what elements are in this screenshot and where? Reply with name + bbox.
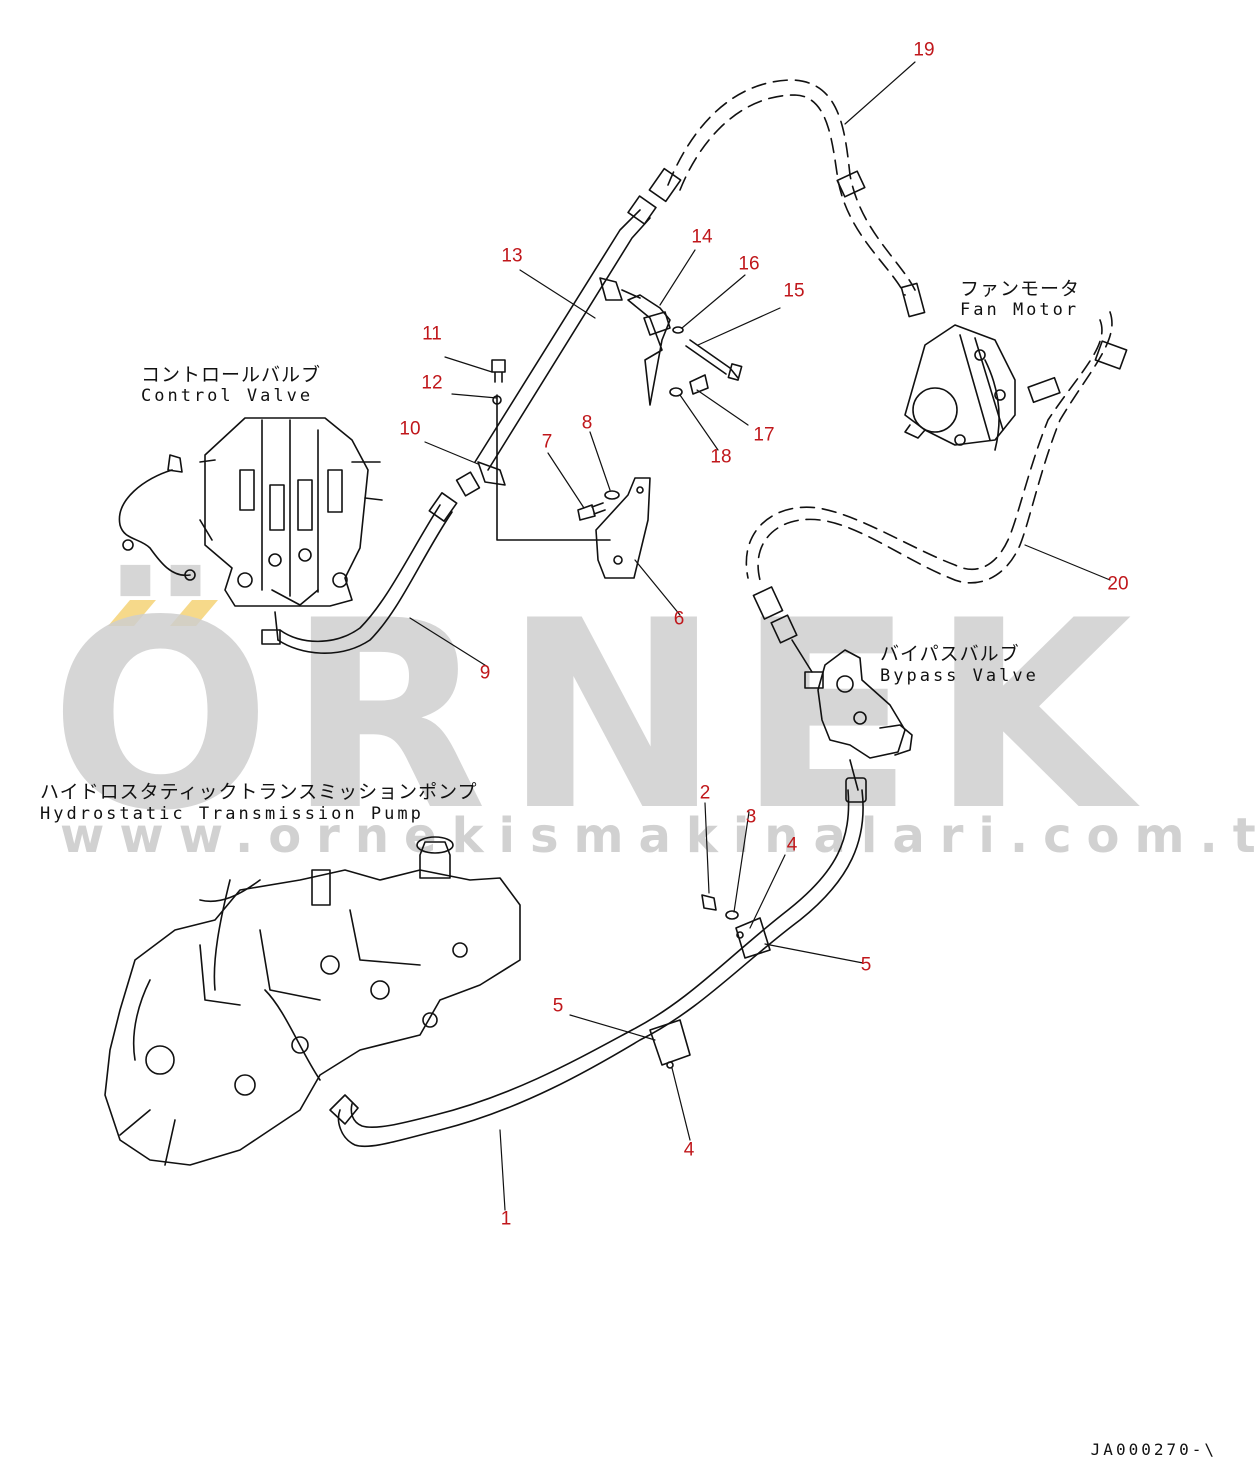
watermark-dots: [108, 600, 218, 626]
callout-3: 3: [745, 806, 757, 828]
callout-18: 18: [710, 446, 732, 468]
bypass-valve-drawing: [791, 639, 913, 791]
callout-12: 12: [421, 372, 443, 394]
control-valve-label-ja: コントロールバルブ: [141, 364, 322, 386]
hst-pump-label-en: Hydrostatic Transmission Pump: [40, 804, 424, 824]
fan-motor-label-ja: ファンモータ: [960, 278, 1081, 300]
callout-6: 6: [673, 608, 685, 630]
hose-1-drawing: [329, 777, 867, 1148]
callout-5b: 5: [552, 995, 564, 1017]
drawing-code: JA000270-\: [1090, 1440, 1217, 1459]
hst-pump-label-ja: ハイドロスタティックトランスミッションポンプ: [40, 781, 478, 803]
fan-motor-label-en: Fan Motor: [960, 300, 1080, 320]
callout-16: 16: [738, 253, 760, 275]
callout-20: 20: [1107, 573, 1129, 595]
callout-15: 15: [783, 280, 805, 302]
callout-13: 13: [501, 245, 523, 267]
callout-4a: 4: [786, 834, 798, 856]
callout-9: 9: [479, 662, 491, 684]
bracket-14-drawing: [621, 289, 743, 406]
bracket-6-drawing: [577, 477, 651, 579]
callout-14: 14: [691, 226, 713, 248]
bypass-valve-label-ja: バイパスバルブ: [880, 643, 1020, 665]
hst-pump-drawing: [104, 836, 521, 1166]
callout-1: 1: [500, 1208, 512, 1230]
callout-2: 2: [699, 782, 711, 804]
watermark-url: www.ornekismakinalari.com.tr: [60, 808, 1257, 864]
bypass-valve-label-en: Bypass Valve: [880, 666, 1039, 686]
callout-7: 7: [541, 431, 553, 453]
watermark-brand: ÖRNEK: [50, 566, 1148, 868]
callout-17: 17: [753, 424, 775, 446]
callout-10: 10: [399, 418, 421, 440]
fan-motor-drawing: [904, 324, 1016, 451]
callout-19: 19: [913, 39, 935, 61]
control-valve-drawing: [118, 417, 383, 641]
hose-9-drawing: [261, 492, 458, 654]
callout-4b: 4: [683, 1139, 695, 1161]
control-valve-label-en: Control Valve: [141, 386, 314, 406]
callout-5a: 5: [860, 954, 872, 976]
callout-11: 11: [422, 323, 442, 345]
callout-8: 8: [581, 412, 593, 434]
pipe-13-drawing: [455, 195, 657, 541]
leader-lines: [409, 61, 1111, 1211]
hose-19-drawing: [667, 79, 916, 296]
hose-20-drawing: [745, 311, 1113, 584]
